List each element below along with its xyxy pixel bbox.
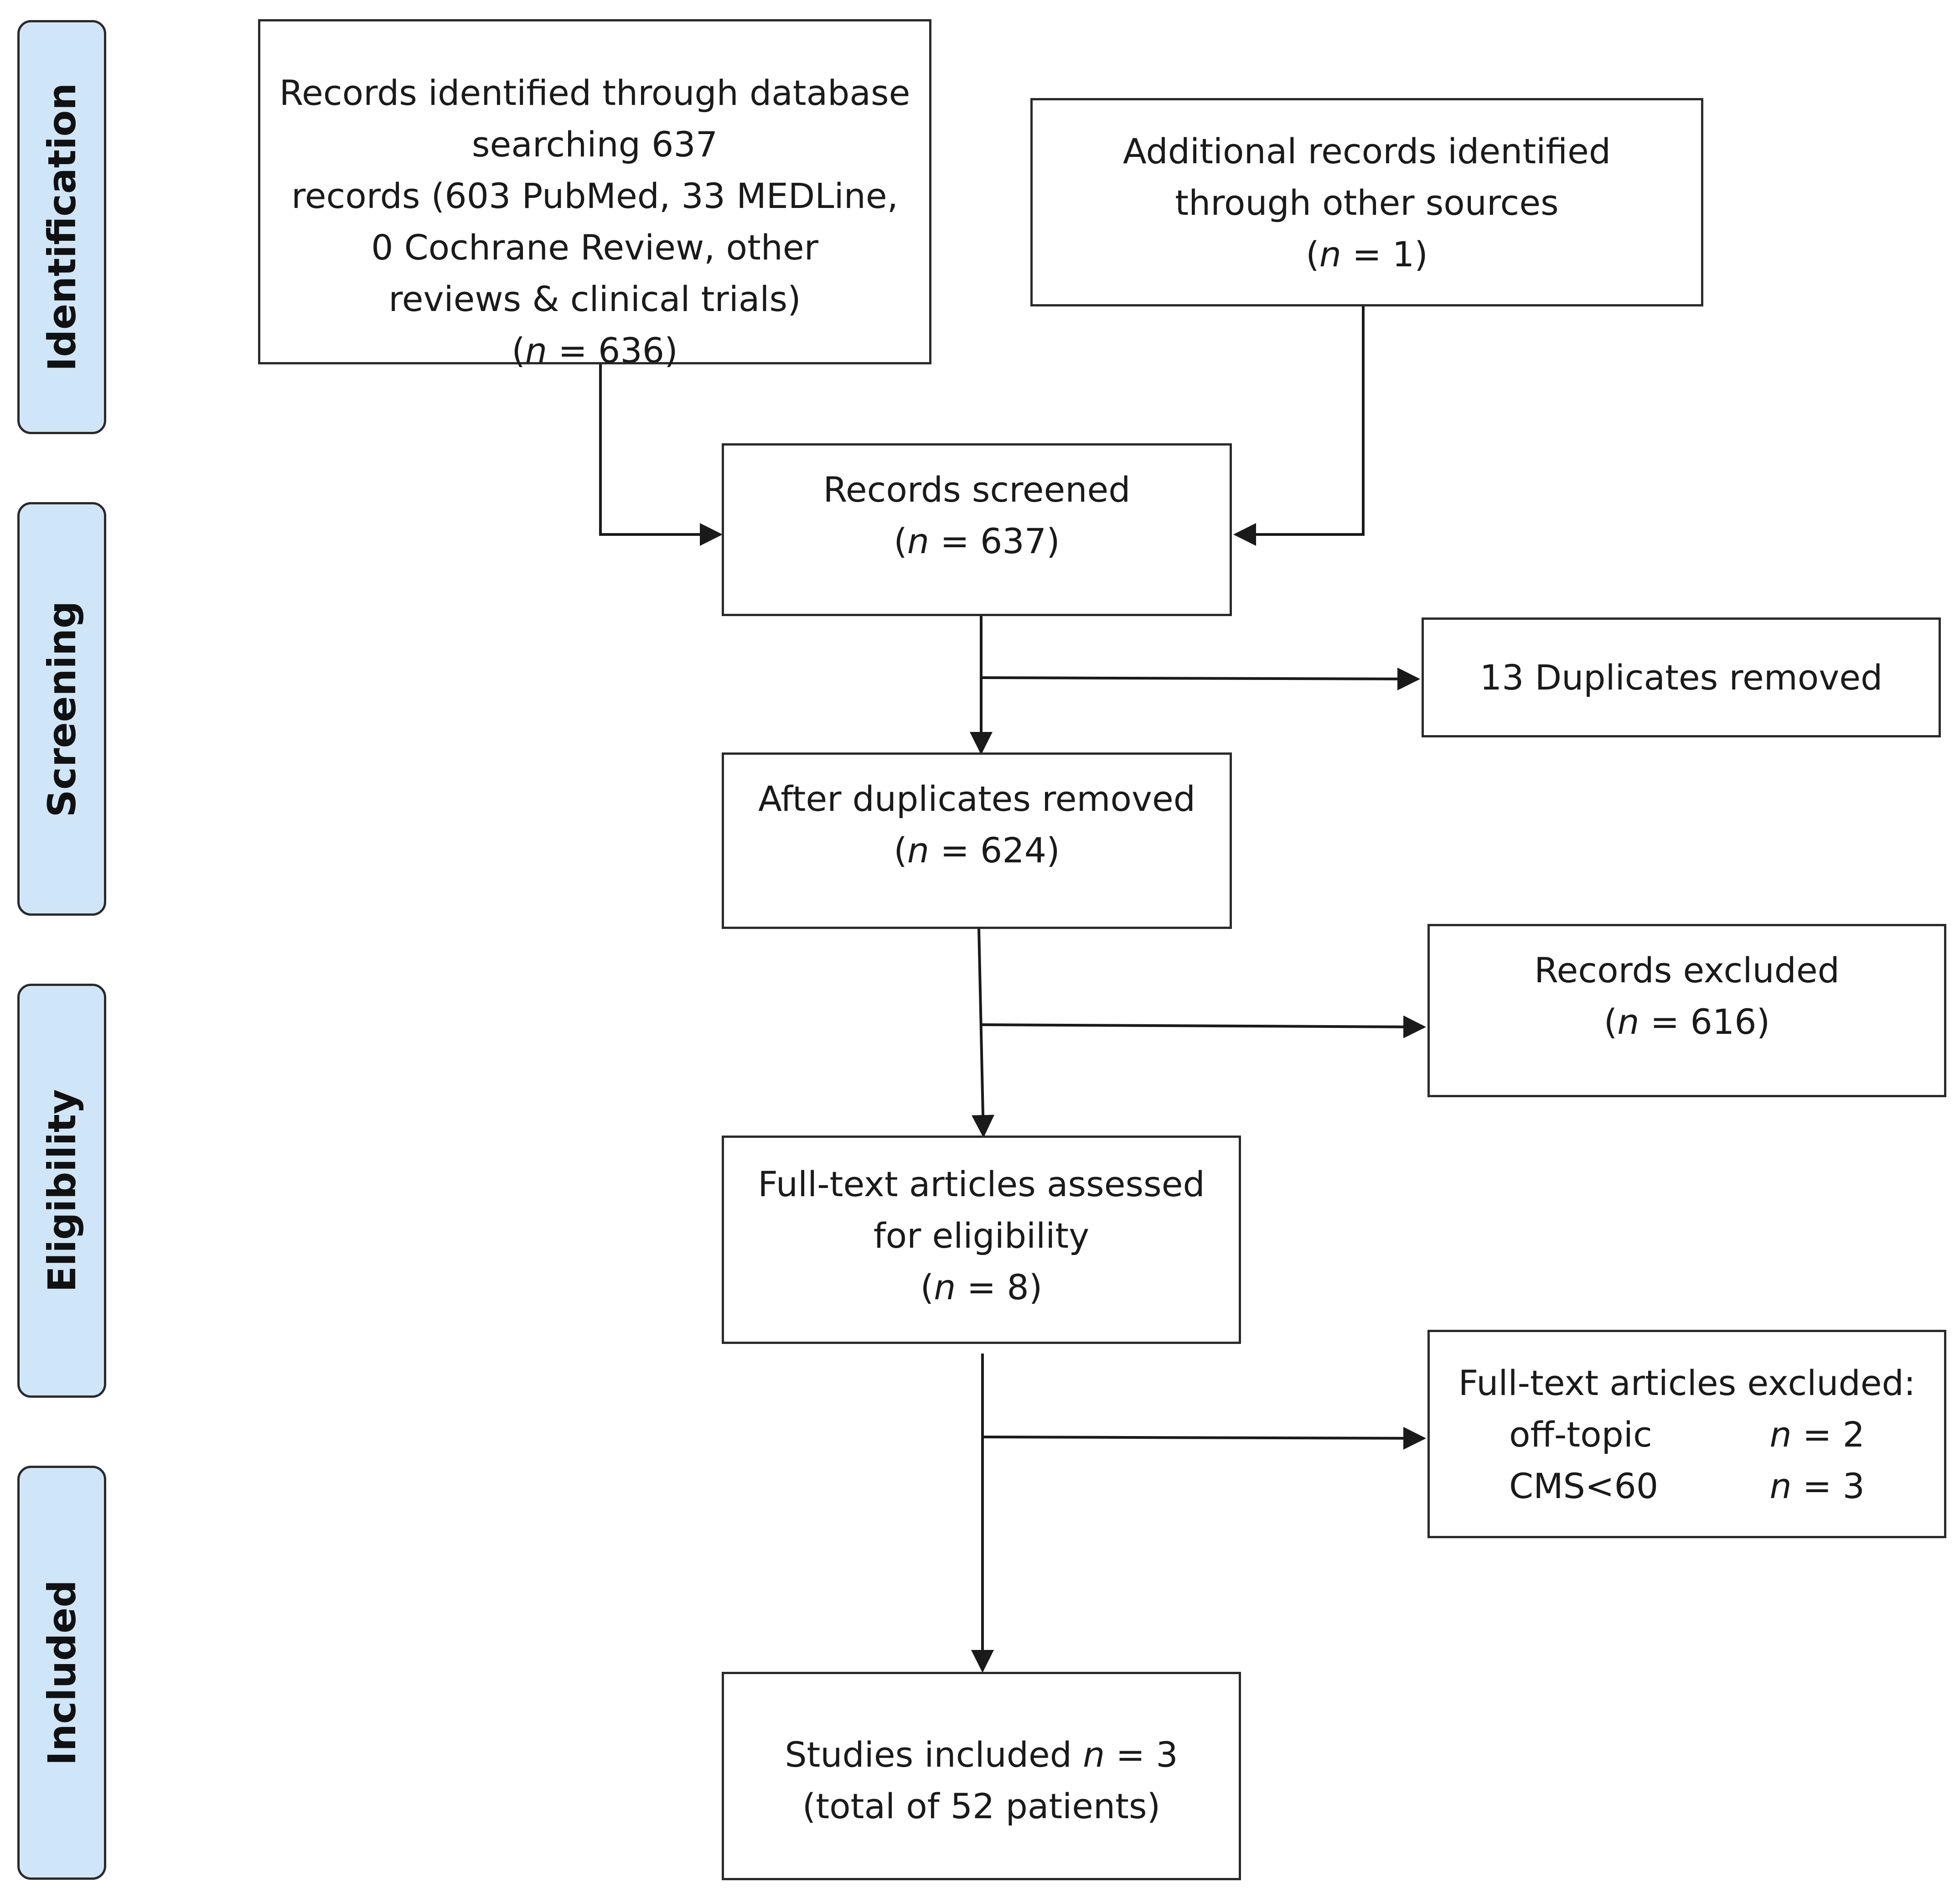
- connector-other-to-screened: [1233, 306, 1365, 546]
- box-after-duplicates: After duplicates removed (n = 624): [722, 752, 1232, 929]
- database-search-line-5: reviews & clinical trials): [388, 279, 801, 319]
- duplicates-removed-label: 13 Duplicates removed: [1479, 657, 1883, 698]
- full-text-assessed-line-2: for eligibility: [873, 1215, 1090, 1256]
- stage-included-label: Included: [39, 1580, 84, 1766]
- exclusion-reason-label: off-topic: [1509, 1414, 1652, 1455]
- box-records-excluded: Records excluded (n = 616): [1427, 924, 1946, 1097]
- stage-eligibility: Eligibility: [17, 984, 106, 1398]
- records-excluded-label: Records excluded: [1534, 950, 1840, 991]
- database-search-line-4: 0 Cochrane Review, other: [371, 227, 818, 268]
- database-search-line-2: searching 637: [471, 124, 718, 165]
- box-studies-included: Studies included n = 3 (total of 52 pati…: [722, 1672, 1241, 1880]
- records-screened-count: (n = 637): [894, 521, 1060, 561]
- exclusion-reason-off-topic: off-topic n = 2: [1509, 1409, 1865, 1460]
- after-duplicates-label: After duplicates removed: [758, 778, 1196, 819]
- records-screened-label: Records screened: [823, 469, 1131, 510]
- connector-database-to-screened: [599, 364, 723, 546]
- studies-included-line-2: (total of 52 patients): [802, 1786, 1161, 1826]
- exclusion-reason-label: CMS<60: [1509, 1466, 1659, 1506]
- box-full-text-excluded: Full-text articles excluded: off-topic n…: [1427, 1330, 1946, 1538]
- full-text-assessed-line-1: Full-text articles assessed: [758, 1164, 1205, 1204]
- connector-to-records-excluded: [981, 1015, 1426, 1038]
- connector-to-duplicates-removed: [981, 667, 1420, 690]
- stage-identification-label: Identification: [39, 83, 84, 372]
- exclusion-reason-count: n = 3: [1769, 1466, 1865, 1506]
- box-records-screened: Records screened (n = 637): [722, 443, 1232, 616]
- full-text-assessed-count: (n = 8): [920, 1267, 1043, 1307]
- box-duplicates-removed: 13 Duplicates removed: [1422, 617, 1941, 737]
- after-duplicates-count: (n = 624): [894, 830, 1060, 871]
- box-database-search: Records identified through database sear…: [258, 19, 931, 371]
- database-search-count: (n = 636): [512, 330, 678, 371]
- stage-identification: Identification: [17, 20, 106, 434]
- connector-after-duplicates-to-assessed: [972, 928, 995, 1138]
- full-text-excluded-title: Full-text articles excluded:: [1458, 1363, 1916, 1403]
- exclusion-reason-cms: CMS<60 n = 3: [1509, 1460, 1865, 1512]
- stage-included: Included: [17, 1466, 106, 1880]
- studies-included-line-1: Studies included n = 3: [785, 1734, 1178, 1775]
- connector-to-full-text-excluded: [982, 1426, 1426, 1450]
- other-sources-line-2: through other sources: [1175, 182, 1559, 223]
- other-sources-line-1: Additional records identified: [1122, 131, 1611, 171]
- database-search-line-1: Records identified through database: [279, 73, 910, 113]
- other-sources-count: (n = 1): [1306, 234, 1428, 275]
- box-full-text-assessed: Full-text articles assessed for eligibil…: [722, 1136, 1241, 1344]
- stage-screening-label: Screening: [39, 601, 84, 817]
- box-other-sources: Additional records identified through ot…: [1030, 98, 1703, 306]
- records-excluded-count: (n = 616): [1603, 1001, 1770, 1042]
- database-search-line-3: records (603 PubMed, 33 MEDLine,: [291, 176, 898, 216]
- stage-eligibility-label: Eligibility: [39, 1089, 84, 1292]
- exclusion-reason-count: n = 2: [1769, 1414, 1865, 1455]
- stage-screening: Screening: [17, 502, 106, 916]
